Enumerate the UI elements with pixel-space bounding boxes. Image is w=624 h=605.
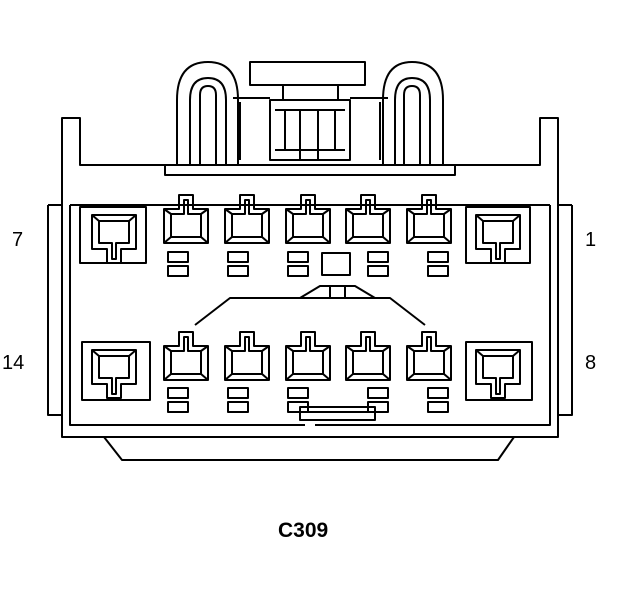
locking-tab xyxy=(288,266,308,276)
terminal-cavity xyxy=(476,350,520,398)
terminal-bevel xyxy=(225,346,269,380)
terminal-bevel xyxy=(476,215,520,221)
terminal-cavity xyxy=(476,215,520,263)
pin-label-1: 1 xyxy=(585,229,597,251)
terminal-contact xyxy=(483,221,513,259)
locking-tab xyxy=(228,402,248,412)
locking-tab xyxy=(288,252,308,262)
center-key-block xyxy=(322,253,350,275)
end-cavity-housing xyxy=(466,342,532,400)
terminal-contact xyxy=(414,337,444,374)
terminal-contact xyxy=(99,356,129,394)
locking-tab xyxy=(368,402,388,412)
terminal-contact xyxy=(353,337,383,374)
terminal-bevel xyxy=(476,350,520,356)
pin-label-8: 8 xyxy=(585,352,597,374)
locking-tab xyxy=(228,388,248,398)
pin-label-14: 14 xyxy=(2,352,25,374)
terminal-cavities xyxy=(80,195,532,412)
terminal-contact xyxy=(99,221,129,259)
locking-tab xyxy=(428,402,448,412)
locking-tab xyxy=(168,388,188,398)
locking-tab xyxy=(428,388,448,398)
terminal-contact xyxy=(483,356,513,394)
terminal-bevel xyxy=(346,209,390,243)
connector-body xyxy=(48,118,572,460)
terminal-bevel xyxy=(92,215,136,221)
terminal-bevel xyxy=(164,209,208,243)
end-cavity-housing xyxy=(80,207,146,263)
locking-tab xyxy=(288,388,308,398)
terminal-bevel xyxy=(225,209,269,243)
terminal-contact xyxy=(232,337,262,374)
locking-tab xyxy=(368,252,388,262)
locking-tab xyxy=(168,252,188,262)
terminal-bevel xyxy=(407,346,451,380)
terminal-bevel xyxy=(92,350,136,356)
pin-label-7: 7 xyxy=(12,229,24,251)
locking-tab xyxy=(228,252,248,262)
locking-tab xyxy=(168,402,188,412)
locking-tab xyxy=(228,266,248,276)
terminal-bevel xyxy=(164,346,208,380)
terminal-bevel xyxy=(407,209,451,243)
end-cavity-housing xyxy=(82,342,150,400)
connector-id-caption: C309 xyxy=(278,519,329,542)
terminal-bevel xyxy=(346,346,390,380)
left-latch-hook xyxy=(177,62,238,165)
locking-tab xyxy=(288,402,308,412)
terminal-contact xyxy=(293,337,323,374)
center-keyway xyxy=(300,407,375,420)
locking-tab xyxy=(368,388,388,398)
right-latch-hook xyxy=(383,62,443,165)
locking-tab xyxy=(428,252,448,262)
center-rib xyxy=(195,286,425,325)
terminal-contact xyxy=(171,337,201,374)
end-cavity-housing xyxy=(466,207,530,263)
locking-latch xyxy=(233,62,388,160)
terminal-cavity xyxy=(92,350,136,398)
terminal-bevel xyxy=(286,346,330,380)
locking-tab xyxy=(168,266,188,276)
terminal-cavity xyxy=(92,215,136,263)
locking-tab xyxy=(368,266,388,276)
terminal-bevel xyxy=(286,209,330,243)
locking-tab xyxy=(428,266,448,276)
